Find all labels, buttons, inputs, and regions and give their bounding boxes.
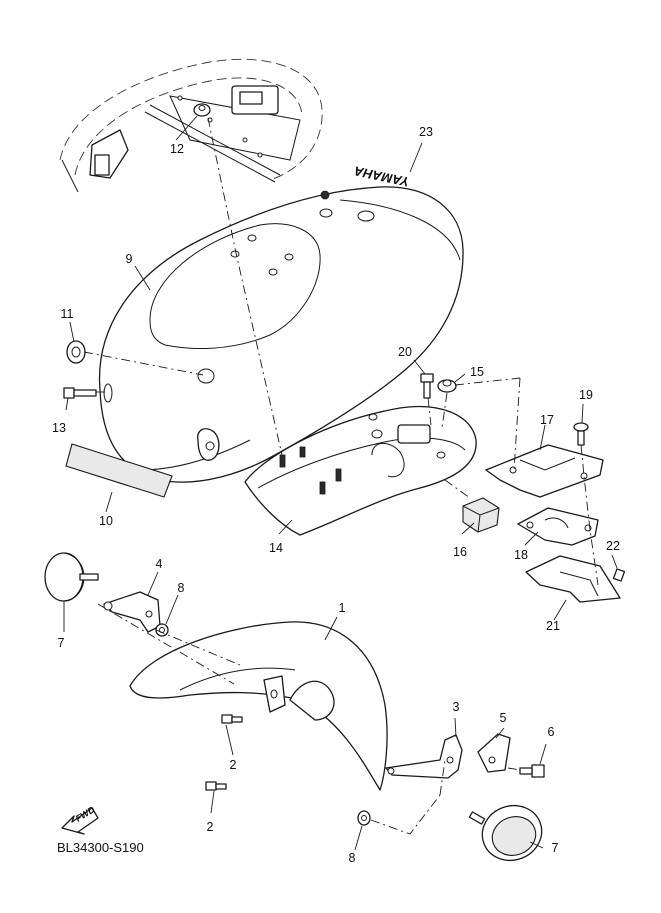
part-6-bolt [519,764,545,778]
callout-22: 22 [606,539,620,553]
part-7-reflector-upper [44,552,99,602]
part-10-strip [65,443,173,498]
part-11-grommet [66,340,86,364]
part-22-bolt [612,568,626,582]
callout-12: 12 [170,142,184,156]
callout-8-lower: 8 [349,851,356,865]
part-5-bracket [477,733,511,773]
part-1-front-fender [129,621,388,791]
part-8-nut-upper [155,623,169,637]
part-19-screw [573,422,589,446]
callout-8-upper: 8 [178,581,185,595]
part-8-nut-lower [357,810,371,826]
callout-18: 18 [514,548,528,562]
part-20-bolt [420,373,434,399]
callout-7-lower: 7 [552,841,559,855]
callout-11: 11 [61,307,74,321]
part-12-nut [193,103,211,117]
yamaha-decal-text: YAMAHA [353,163,411,189]
part-3-stay [385,734,463,779]
stud-bolts [279,446,342,495]
part-16-block [462,497,500,533]
callout-15: 15 [470,365,484,379]
part-2-bolt-lower [205,781,227,791]
callout-19: 19 [579,388,593,402]
callout-4: 4 [156,557,163,571]
diagram-code: BL34300-S190 [57,840,144,855]
callout-13: 13 [52,421,66,435]
callout-5: 5 [500,711,507,725]
callout-labels: 12 23 9 11 13 10 14 20 15 16 17 19 18 22… [52,125,620,865]
callout-3: 3 [453,700,460,714]
part-23-yamaha-decal: YAMAHA [353,163,411,189]
part-13-bolt [63,387,97,399]
callout-6: 6 [548,725,555,739]
seat-frame-outline [59,58,323,193]
part-14-fender-stay [244,405,477,536]
callout-16: 16 [453,545,467,559]
part-17-bracket [485,444,604,498]
assembly-lines [83,117,599,835]
part-15-grommet [437,379,457,393]
callout-20: 20 [398,345,412,359]
callout-9: 9 [126,252,133,266]
part-18-plate [517,507,599,546]
fwd-arrow-icon: FWD [61,804,99,835]
part-21-bracket [525,555,621,603]
callout-17: 17 [540,413,554,427]
part-7-reflector-lower [468,804,543,862]
callout-21: 21 [546,619,560,633]
callout-2-lower: 2 [207,820,214,834]
callout-7-upper: 7 [58,636,65,650]
part-2-bolt-upper [221,714,243,724]
leader-lines [63,115,618,851]
part-4-bracket [103,591,161,633]
callout-23: 23 [419,125,433,139]
callout-10: 10 [99,514,113,528]
callout-14: 14 [269,541,283,555]
callout-1: 1 [339,601,346,615]
callout-2-upper: 2 [230,758,237,772]
